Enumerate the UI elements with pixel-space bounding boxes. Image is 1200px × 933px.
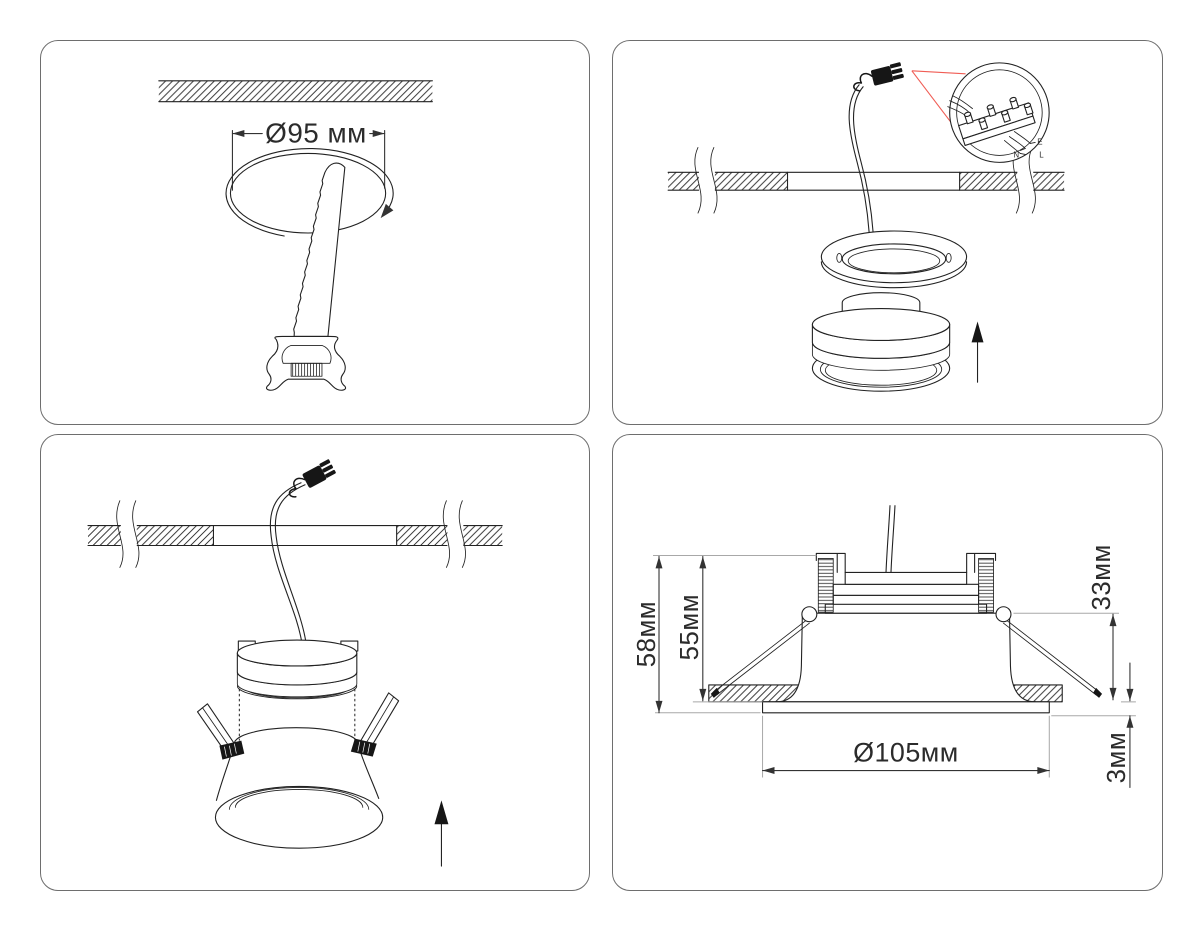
dimension-hole-diameter: Ø95 мм [231, 117, 386, 191]
body-height-label: 55мм [676, 594, 704, 660]
saw-blade [293, 162, 346, 338]
panel-step-3-insert-fixture [40, 434, 590, 891]
terminal-block [958, 96, 1036, 147]
dimension-33mm: 33мм [1088, 544, 1117, 701]
spring-clip-left [196, 703, 245, 760]
ceiling-section [158, 80, 433, 103]
total-height-label: 58мм [633, 601, 661, 667]
downlight-assembly [196, 639, 400, 849]
mounting-ring [820, 230, 968, 289]
wire-connector [288, 459, 336, 498]
panel-step-1-cut-hole: Ø95 мм [40, 40, 590, 425]
up-arrow-icon [971, 321, 984, 383]
mounting-spring-right [966, 552, 997, 613]
step1-drawing: Ø95 мм [158, 80, 433, 391]
spring-pivot-right [995, 606, 1012, 623]
break-line-icon [694, 147, 1036, 214]
trim-diameter-label: Ø105мм [853, 738, 959, 768]
dimension-58mm: 58мм [633, 555, 663, 714]
ceiling-section [667, 147, 1065, 214]
power-cable [885, 505, 896, 573]
terminal-label-live: L [1039, 150, 1044, 159]
wire-connector [853, 62, 904, 92]
break-line-icon [116, 500, 466, 568]
hole-diameter-label: Ø95 мм [265, 117, 367, 148]
heatsink-drum [236, 639, 358, 700]
up-arrow-icon [434, 800, 449, 867]
rotation-arrow-icon [225, 148, 394, 237]
heatsink-stack [824, 571, 988, 614]
cut-hole-ellipse [229, 152, 387, 234]
drywall-saw [266, 162, 347, 391]
recess-height-label: 33мм [1088, 544, 1116, 610]
downlight-cross-section [710, 505, 1103, 714]
power-cable [269, 482, 307, 645]
spring-pivot-left [801, 606, 818, 623]
spring-arm-right [1003, 619, 1103, 698]
step2-drawing: E N L [667, 62, 1065, 392]
panel-step-4-dimensions: 58мм 55мм 33мм [612, 434, 1163, 891]
spring-clip-right [350, 692, 400, 757]
panel-step-2-connect-wiring: E N L [612, 40, 1163, 425]
dimension-annotations: 58мм 55мм 33мм [633, 544, 1136, 788]
dimension-55mm: 55мм [676, 555, 707, 702]
callout-leader-lines [911, 70, 966, 125]
light-module [811, 292, 951, 392]
terminal-label-earth: E [1037, 137, 1042, 146]
trim-height-label: 3мм [1103, 732, 1131, 783]
dimension-105mm: Ø105мм [762, 738, 1050, 775]
dimension-3mm: 3мм [1103, 662, 1134, 788]
ceiling-hole-edges [212, 525, 398, 547]
step4-drawing: 58мм 55мм 33мм [633, 505, 1136, 788]
power-cable [848, 84, 874, 233]
ceiling-hole-edges [786, 171, 961, 191]
mounting-spring-left [815, 552, 846, 613]
terminal-detail-circle: E N L [947, 62, 1050, 163]
step3-drawing [87, 459, 503, 867]
trim-ring [762, 701, 1050, 714]
spring-arm-left [710, 619, 810, 698]
ceiling-section [87, 500, 503, 568]
ceiling-section [708, 684, 1063, 703]
terminal-label-neutral: N [1013, 150, 1019, 159]
saw-handle-grip [290, 362, 323, 377]
